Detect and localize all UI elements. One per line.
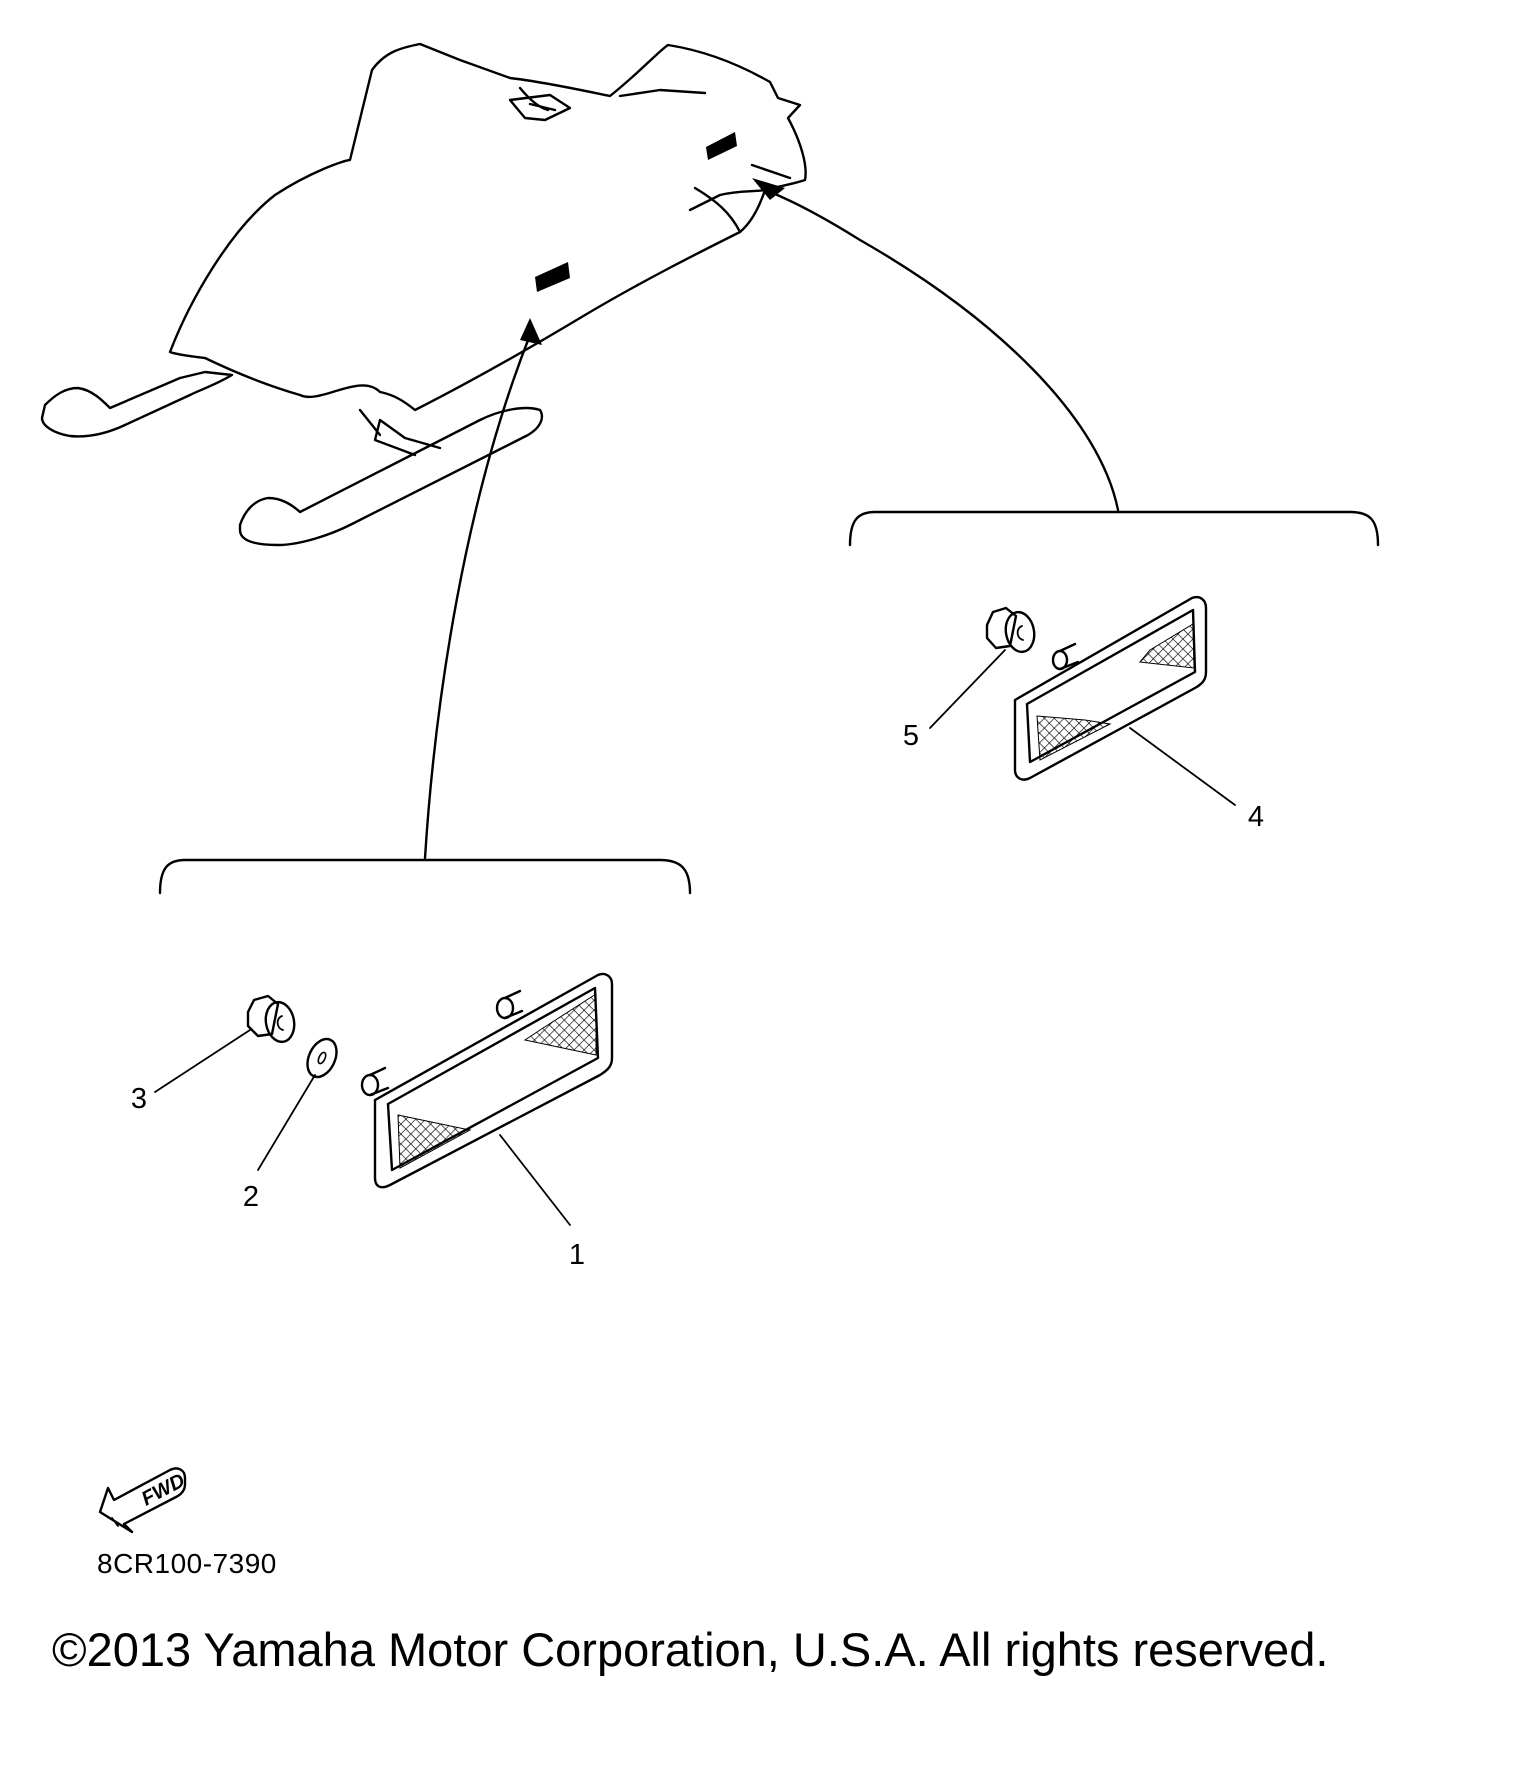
reflector-part-4 [1013,595,1208,781]
arrow-head-icon [520,318,542,345]
forward-direction-icon: FWD [98,1467,189,1534]
callout-numbers: 1 2 3 4 5 [131,720,1264,1271]
callout-3: 3 [131,1083,147,1115]
callout-5: 5 [903,720,919,752]
leader-lines [423,178,1120,860]
snowmobile-illustration [40,42,807,547]
nut-part-5 [985,606,1036,654]
arrow-head-icon [752,178,785,200]
part-code: 8CR100-7390 [97,1548,277,1579]
callout-1: 1 [569,1239,585,1271]
nut-part-3 [246,994,296,1044]
reflector-assembly-left [154,972,614,1226]
reflector-assembly-right [929,595,1236,806]
reflector-part-1 [360,972,614,1189]
detail-brackets [158,510,1380,895]
callout-2: 2 [243,1181,259,1213]
callout-4: 4 [1248,801,1264,833]
washer-part-2 [306,1037,338,1079]
copyright-notice: ©2013 Yamaha Motor Corporation, U.S.A. A… [52,1623,1329,1676]
